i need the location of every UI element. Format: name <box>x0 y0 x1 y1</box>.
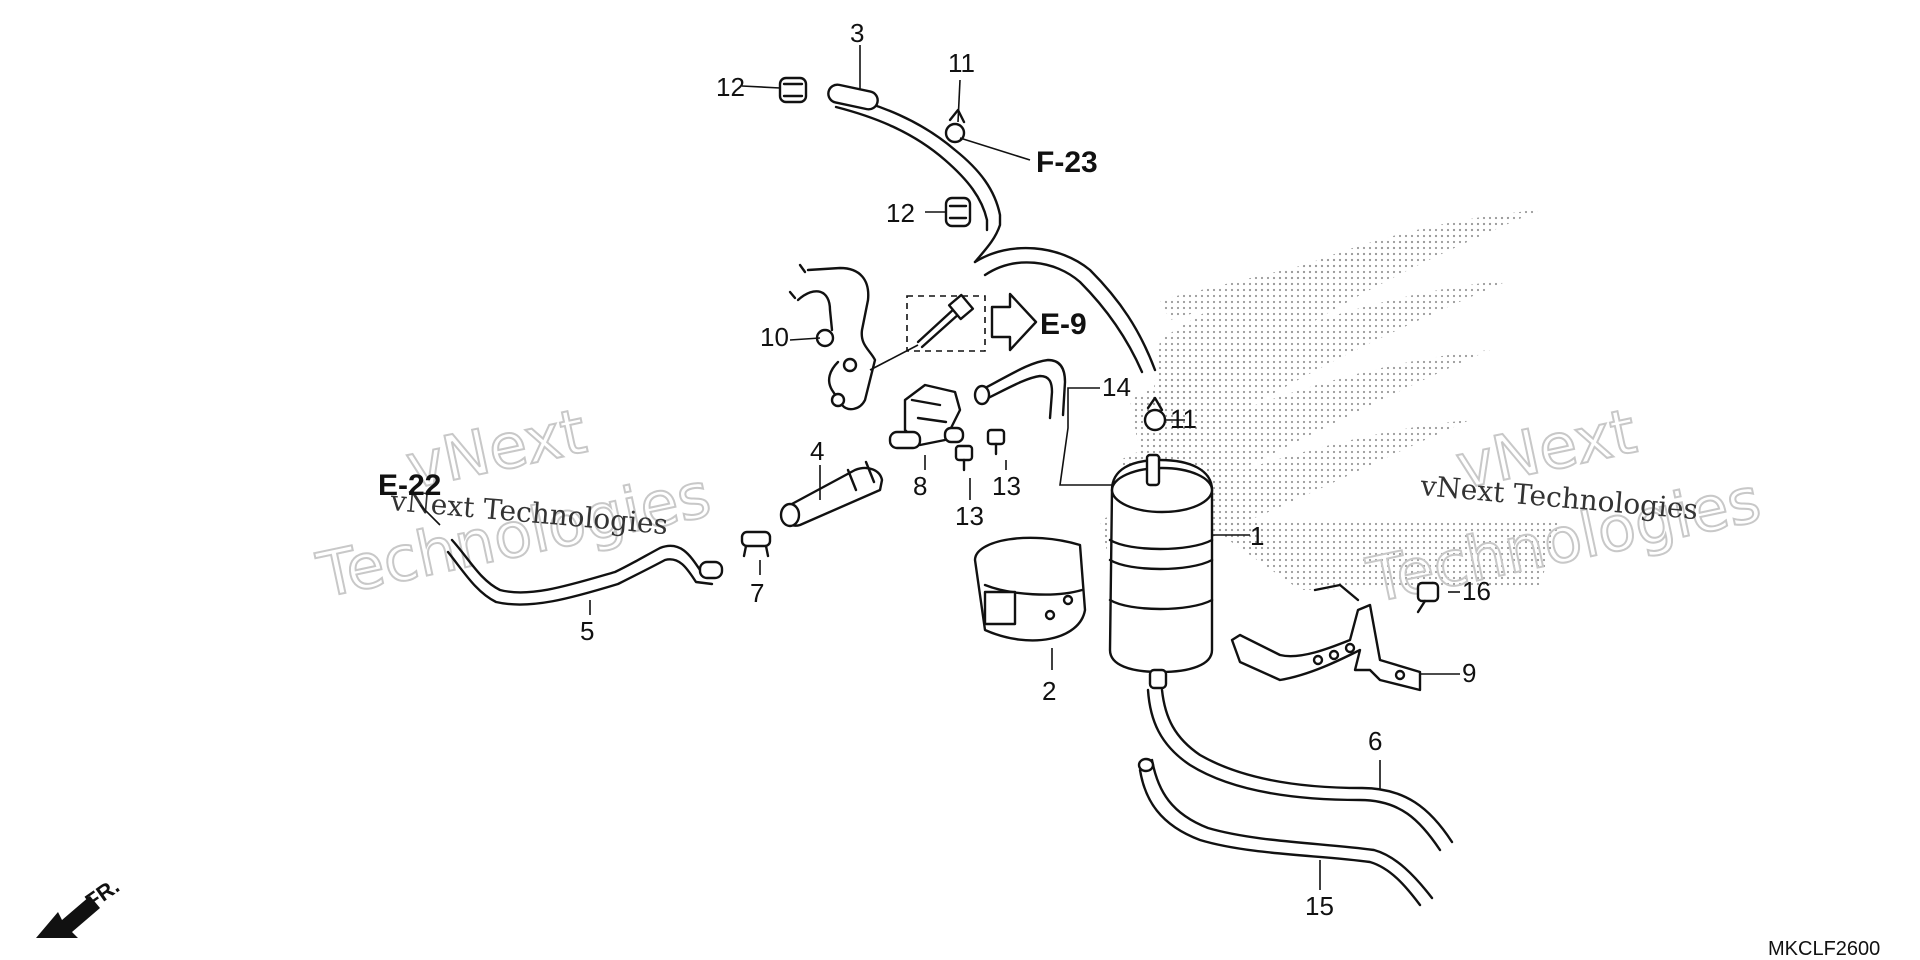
bracket-part-9 <box>1230 583 1422 692</box>
clamp-part-11-upper <box>944 108 966 144</box>
callout-3: 3 <box>850 18 864 48</box>
diagram-code: MKCLF2600 <box>1768 938 1880 960</box>
callout-13-a: 13 <box>992 471 1021 501</box>
front-direction-arrow: FR. <box>36 873 124 938</box>
callout-12-lower: 12 <box>886 198 915 228</box>
hose-part-15 <box>1137 757 1434 907</box>
callout-12-upper: 12 <box>716 72 745 102</box>
callout-15: 15 <box>1305 891 1334 921</box>
callout-7: 7 <box>750 578 764 608</box>
hose-part-6 <box>1146 688 1454 852</box>
callout-10: 10 <box>760 322 789 352</box>
leader-lines <box>589 45 1460 890</box>
bolt-in-box <box>869 293 986 371</box>
bolt-part-16 <box>1416 581 1440 614</box>
valve-part-8 <box>888 383 965 450</box>
ref-arrow-e9 <box>990 292 1038 352</box>
callout-1: 1 <box>1250 521 1264 551</box>
reference-labels[interactable]: F-23 E-9 E-22 <box>378 146 1098 502</box>
callout-5: 5 <box>580 616 594 646</box>
callout-14: 14 <box>1102 372 1131 402</box>
canister-part-1 <box>1108 453 1214 690</box>
callout-16: 16 <box>1462 576 1491 606</box>
callout-13-b: 13 <box>955 501 984 531</box>
callout-9: 9 <box>1462 658 1476 688</box>
screw-part-13-b <box>954 444 974 472</box>
clip-part-12-lower <box>944 196 972 228</box>
ref-f23[interactable]: F-23 <box>1036 146 1098 179</box>
e22-arrow-lead <box>419 504 441 526</box>
hose-part-14 <box>973 358 1067 420</box>
ref-e9[interactable]: E-9 <box>1040 308 1087 341</box>
callout-11-lower: 11 <box>1170 404 1197 434</box>
tube-part-5 <box>446 538 724 606</box>
tube-part-3 <box>827 83 1157 374</box>
fitting-part-7 <box>740 530 772 558</box>
screw-part-13-a <box>986 428 1006 456</box>
callout-8: 8 <box>913 471 927 501</box>
wing-logo-background <box>1100 210 1560 590</box>
callout-labels: 3 12 11 12 10 14 11 4 8 13 13 1 16 9 5 7… <box>580 18 1491 921</box>
callout-4: 4 <box>810 436 824 466</box>
clip-part-12-upper <box>778 76 808 104</box>
callout-11-upper: 11 <box>948 48 975 78</box>
callout-2: 2 <box>1042 676 1056 706</box>
band-part-2 <box>973 536 1087 642</box>
joint-part-4 <box>779 460 884 528</box>
ref-e22[interactable]: E-22 <box>378 469 441 502</box>
callout-6: 6 <box>1368 726 1382 756</box>
bracket-part-10 <box>788 263 877 411</box>
